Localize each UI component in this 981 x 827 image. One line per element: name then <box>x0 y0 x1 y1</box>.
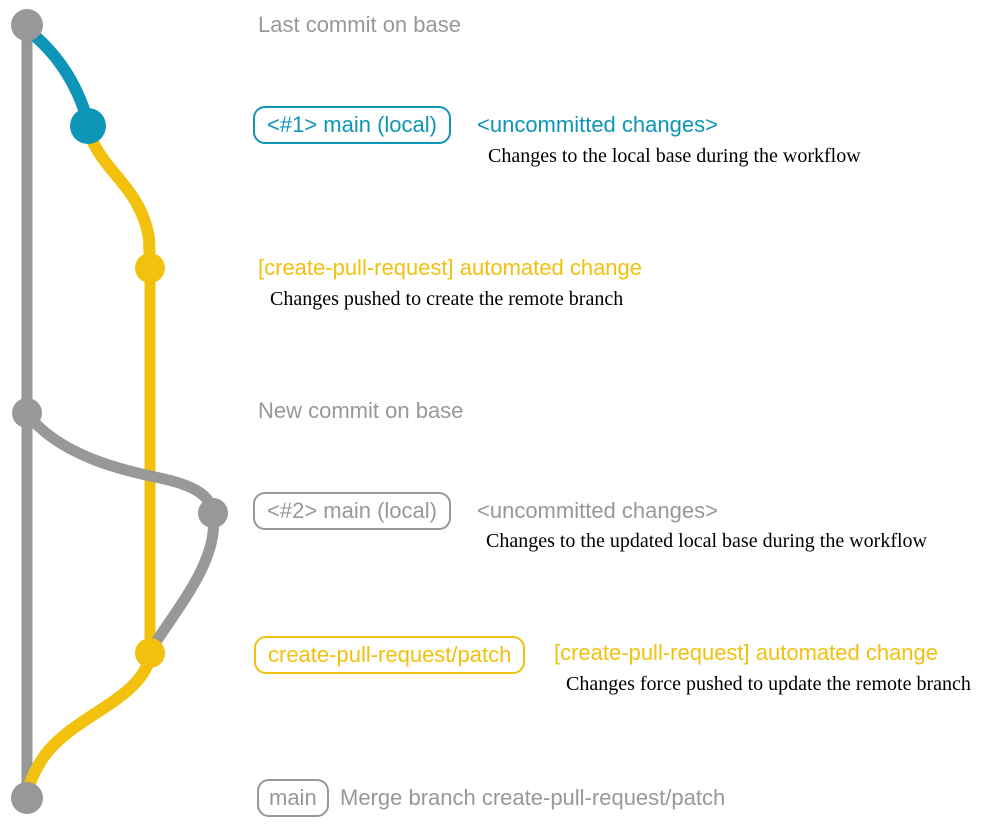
commit-desc-uncommitted-1: Changes to the local base during the wor… <box>488 145 861 167</box>
commit-desc-automated-2: Changes force pushed to update the remot… <box>566 673 971 695</box>
local-main-branch-curve-3 <box>146 510 220 654</box>
commit-desc-uncommitted-2: Changes to the updated local base during… <box>486 530 927 552</box>
patch-merge-curve <box>22 651 156 798</box>
new-commit-label: New commit on base <box>258 398 464 423</box>
local-main-branch-curve-2 <box>22 409 219 517</box>
branch-badge-main: main <box>257 779 329 817</box>
commit-node-new-commit-on-base <box>12 398 42 428</box>
patch-branch-curve-upper <box>83 126 156 274</box>
git-graph <box>11 9 228 814</box>
commit-title-uncommitted-2: <uncommitted changes> <box>477 498 718 523</box>
branch-badge-main-local-1: <#1> main (local) <box>253 106 451 144</box>
commit-node-last-commit-on-base <box>11 9 43 41</box>
commit-desc-automated-1: Changes pushed to create the remote bran… <box>270 288 624 310</box>
merge-commit-label: Merge branch create-pull-request/patch <box>340 785 726 810</box>
branch-badge-main-local-2: <#2> main (local) <box>253 492 451 530</box>
last-commit-label: Last commit on base <box>258 12 461 37</box>
commit-node-uncommitted-changes-2 <box>198 498 228 528</box>
commit-title-automated-1: [create-pull-request] automated change <box>258 255 643 280</box>
commit-title-automated-2: [create-pull-request] automated change <box>554 640 939 665</box>
commit-node-merge-commit <box>11 782 43 814</box>
commit-title-uncommitted-1: <uncommitted changes> <box>477 112 718 137</box>
branch-badge-patch: create-pull-request/patch <box>254 636 526 674</box>
commit-node-automated-change-1 <box>135 253 165 283</box>
commit-node-uncommitted-changes-1 <box>70 108 106 144</box>
local-main-branch-curve-1 <box>22 24 94 128</box>
commit-node-automated-change-2 <box>135 638 165 668</box>
